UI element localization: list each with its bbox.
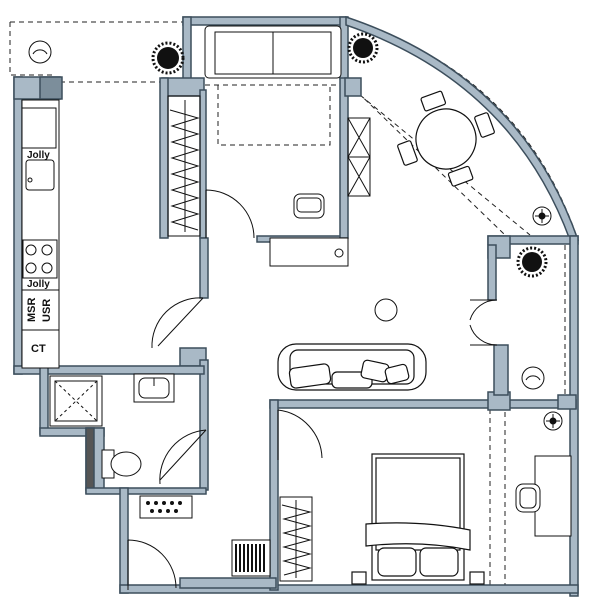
bedroom1-door — [205, 189, 255, 239]
walls — [13, 15, 580, 597]
bedroom2-door — [277, 409, 323, 460]
plant-icon — [151, 41, 185, 75]
wash-basin-icon — [133, 373, 175, 403]
entrance-door — [127, 539, 177, 590]
label-usr: USR — [41, 299, 53, 322]
doors — [127, 189, 498, 590]
dresser — [347, 117, 371, 197]
ceiling-light-icon — [543, 411, 563, 431]
wardrobe-icon — [279, 496, 313, 582]
wall-light-icon — [28, 40, 52, 64]
toilet-icon — [101, 449, 142, 479]
sofa-icon — [277, 343, 427, 391]
sofa-icon — [204, 25, 342, 79]
bed-icon — [351, 453, 485, 585]
dining-table-icon — [397, 90, 495, 187]
radiator-icon — [139, 495, 193, 519]
label-jolly-top: Jolly — [27, 150, 50, 161]
desk-chair-icon — [515, 455, 572, 537]
label-jolly-bottom: Jolly — [27, 279, 50, 290]
ceiling-light-icon — [532, 206, 552, 226]
kitchen-counter — [21, 99, 60, 369]
sink-icon — [25, 159, 55, 191]
terrace-door-bottom — [469, 324, 498, 346]
ceiling-light-icon — [374, 298, 398, 322]
terrace-door-top — [469, 299, 498, 321]
label-ct: CT — [31, 343, 46, 355]
desk-chair-icon — [269, 193, 349, 267]
plant-icon — [516, 246, 548, 278]
plant-icon — [347, 32, 379, 64]
wall-light-icon — [521, 366, 545, 390]
shower-icon — [49, 375, 103, 427]
kitchen-labels: Jolly Jolly MSR USR CT — [26, 150, 53, 355]
kitchen-door — [151, 297, 204, 349]
shoe-rack — [231, 539, 271, 577]
bathroom-door — [159, 429, 207, 485]
label-msr: MSR — [26, 298, 38, 323]
wardrobe-icon — [167, 95, 201, 237]
